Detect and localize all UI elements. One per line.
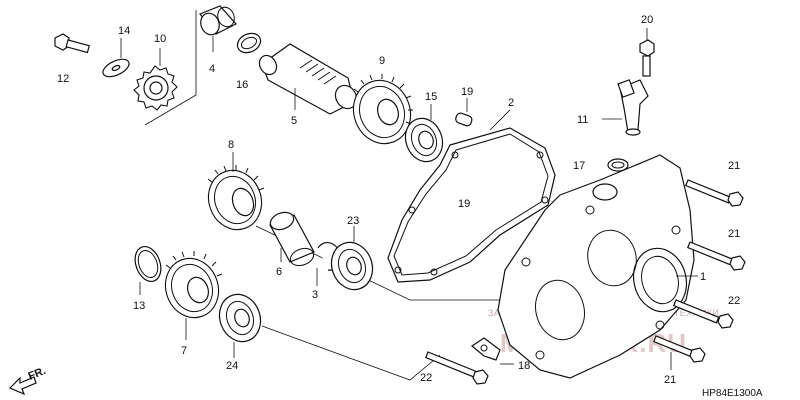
label-12: 12: [57, 73, 69, 85]
part-16-oring[interactable]: [234, 30, 263, 56]
part-21-bolt-c[interactable]: [652, 335, 706, 363]
part-14-washer[interactable]: [100, 56, 131, 81]
label-14: 14: [118, 25, 130, 37]
label-19-lower: 19: [458, 198, 470, 210]
label-18: 18: [518, 360, 530, 372]
label-23: 23: [347, 215, 359, 227]
label-17: 17: [573, 160, 585, 172]
part-21-bolt-a[interactable]: [684, 179, 744, 207]
part-11-sensor[interactable]: [617, 79, 649, 136]
part-17-oring[interactable]: [607, 158, 629, 172]
label-21-mid: 21: [728, 228, 740, 240]
part-21-bolt-b[interactable]: [686, 241, 746, 271]
label-9: 9: [379, 55, 385, 67]
part-22-bolt-right[interactable]: [672, 299, 734, 329]
label-10: 10: [154, 33, 166, 45]
diagram-code: HP84E1300A: [702, 388, 763, 399]
part-19-dowel-pin-upper[interactable]: [455, 112, 473, 127]
label-3: 3: [312, 289, 318, 301]
part-9-gear[interactable]: [345, 72, 420, 151]
part-6-collar[interactable]: [268, 209, 316, 268]
label-19-upper: 19: [461, 86, 473, 98]
label-11: 11: [577, 114, 588, 126]
label-16: 16: [236, 79, 248, 91]
front-indicator-text: FR.: [27, 365, 48, 383]
part-4-bushing[interactable]: [198, 5, 237, 38]
label-15: 15: [425, 91, 437, 103]
part-13-oring[interactable]: [131, 243, 166, 285]
label-8: 8: [228, 139, 234, 151]
label-4: 4: [209, 63, 215, 75]
part-7-gear[interactable]: [157, 251, 226, 325]
label-2: 2: [508, 97, 514, 109]
part-5-shaft[interactable]: [256, 43, 361, 115]
part-20-bolt[interactable]: [639, 39, 655, 77]
part-18-clamp[interactable]: [470, 337, 501, 361]
part-15-bearing[interactable]: [400, 113, 449, 167]
front-indicator: FR.: [8, 365, 48, 396]
label-22-left: 22: [420, 372, 432, 384]
part-8-gear[interactable]: [200, 163, 269, 237]
label-24: 24: [226, 360, 238, 372]
label-22-right: 22: [728, 295, 740, 307]
label-21-bottom: 21: [664, 374, 676, 386]
label-21-top: 21: [728, 160, 740, 172]
label-6: 6: [276, 266, 282, 278]
label-13: 13: [133, 300, 145, 312]
part-23-bearing[interactable]: [325, 237, 379, 296]
part-2-gasket[interactable]: [387, 127, 556, 283]
label-5: 5: [291, 115, 297, 127]
part-22-bolt-left[interactable]: [424, 351, 489, 385]
label-20: 20: [641, 14, 653, 26]
part-24-bearing[interactable]: [213, 289, 267, 348]
label-1: 1: [700, 271, 706, 283]
label-7: 7: [181, 345, 187, 357]
part-1-case-cover[interactable]: [497, 154, 695, 379]
part-10-sprocket[interactable]: [133, 65, 178, 111]
part-12-bolt[interactable]: [54, 33, 90, 54]
